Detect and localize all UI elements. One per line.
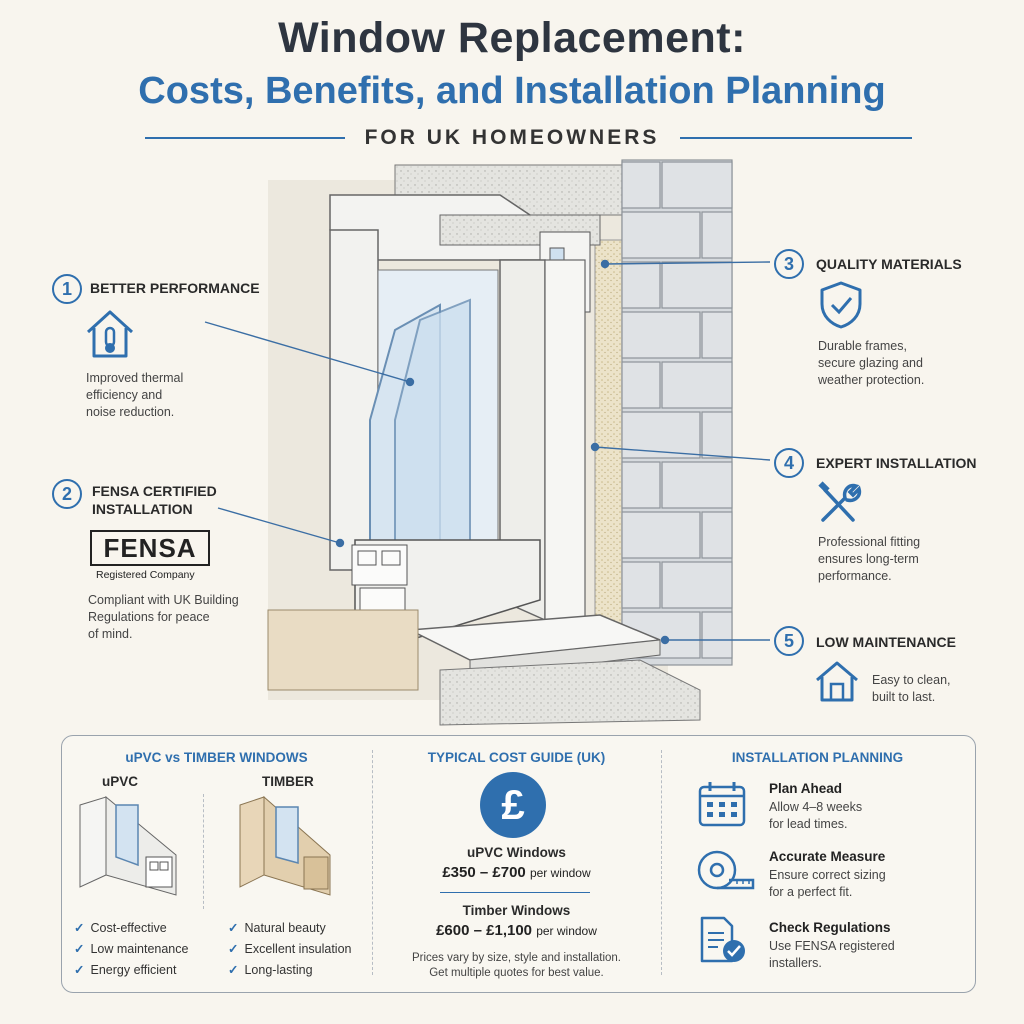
- feature-number-5: 5: [774, 626, 804, 656]
- external-stone-sill: [439, 659, 701, 726]
- insulation: [594, 239, 626, 661]
- planning-title: INSTALLATION PLANNING: [731, 750, 904, 765]
- brick: [701, 611, 733, 659]
- feature-title-better-performance: BETTER PERFORMANCE: [90, 280, 260, 296]
- timber-price: £600 – £1,100 per window: [436, 922, 597, 939]
- brick: [661, 161, 733, 209]
- brick: [621, 261, 661, 309]
- upvc-points: ✓Cost-effective ✓Low maintenance ✓Energy…: [74, 918, 188, 981]
- list-item: ✓Excellent insulation: [228, 942, 352, 956]
- accurate-measure-title: Accurate Measure: [769, 849, 886, 864]
- upvc-label: uPVC: [102, 774, 139, 789]
- timber-label: TIMBER: [262, 774, 314, 789]
- feature-number-3: 3: [774, 249, 804, 279]
- brick: [661, 461, 733, 509]
- page-title: Window Replacement:: [278, 14, 746, 62]
- brick: [621, 311, 701, 359]
- brick: [661, 261, 733, 309]
- subtitle-rule-right: [680, 137, 912, 139]
- feature-title-low-maintenance: LOW MAINTENANCE: [816, 634, 956, 650]
- fensa-logo: FENSA: [90, 530, 210, 566]
- panel-divider-2: [661, 750, 662, 975]
- feature-number-1: 1: [52, 274, 82, 304]
- list-item: ✓Cost-effective: [74, 921, 167, 935]
- compare-divider: [203, 794, 204, 909]
- upvc-profile-illustration: [79, 795, 177, 896]
- price-divider: [440, 892, 590, 893]
- brick: [621, 511, 701, 559]
- house-thermometer-icon: [86, 310, 134, 358]
- list-item: ✓Energy efficient: [74, 963, 177, 977]
- list-item: ✓Long-lasting: [228, 963, 313, 977]
- list-item: ✓Low maintenance: [74, 942, 189, 956]
- page-title-line2: Costs, Benefits, and Installation Planni…: [138, 70, 886, 112]
- shield-check-icon: [820, 281, 862, 329]
- list-item: ✓Natural beauty: [228, 921, 326, 935]
- document-check-icon: [700, 916, 745, 963]
- callout-leader-lines: [204, 259, 771, 645]
- tape-measure-icon: [697, 850, 755, 890]
- feature-number-4: 4: [774, 448, 804, 478]
- cost-note: Prices vary by size, style and installat…: [411, 952, 621, 979]
- check-regulations-title: Check Regulations: [769, 920, 891, 935]
- subtitle-row: FOR UK HOMEOWNERS: [0, 124, 1024, 154]
- timber-price-label: Timber Windows: [462, 903, 571, 918]
- comparison-title: uPVC vs TIMBER WINDOWS: [125, 750, 308, 765]
- panel-divider-1: [372, 750, 373, 975]
- feature-title-quality-materials: QUALITY MATERIALS: [816, 256, 962, 272]
- brick: [621, 161, 661, 209]
- pound-icon: £: [480, 772, 546, 838]
- timber-points: ✓Natural beauty ✓Excellent insulation ✓L…: [228, 918, 352, 981]
- brick: [621, 461, 661, 509]
- subtitle-rule-left: [145, 137, 345, 139]
- feature-title-expert-installation: EXPERT INSTALLATION: [816, 455, 977, 471]
- brick: [661, 561, 733, 609]
- brick: [621, 411, 701, 459]
- brick: [621, 361, 661, 409]
- plan-ahead-title: Plan Ahead: [769, 781, 843, 796]
- feature-desc-5: Easy to clean,built to last.: [872, 673, 951, 704]
- brick: [701, 311, 733, 359]
- brick: [701, 211, 733, 259]
- upvc-price-label: uPVC Windows: [467, 845, 566, 860]
- cost-guide-title: TYPICAL COST GUIDE (UK): [427, 750, 606, 765]
- feature-number-2: 2: [52, 479, 82, 509]
- brick: [621, 211, 701, 259]
- brick: [701, 511, 733, 559]
- house-icon: [816, 661, 858, 702]
- upvc-price: £350 – £700 per window: [442, 864, 591, 881]
- subtitle: FOR UK HOMEOWNERS: [364, 126, 660, 149]
- brick: [701, 411, 733, 459]
- timber-wall-plate: [267, 609, 419, 691]
- brick-wall: [621, 159, 733, 666]
- calendar-icon: [698, 782, 746, 827]
- brick: [661, 361, 733, 409]
- brick: [621, 561, 661, 609]
- tools-icon: [818, 481, 862, 522]
- timber-profile-illustration: [239, 795, 331, 896]
- fensa-logo-sub: Registered Company: [96, 569, 195, 581]
